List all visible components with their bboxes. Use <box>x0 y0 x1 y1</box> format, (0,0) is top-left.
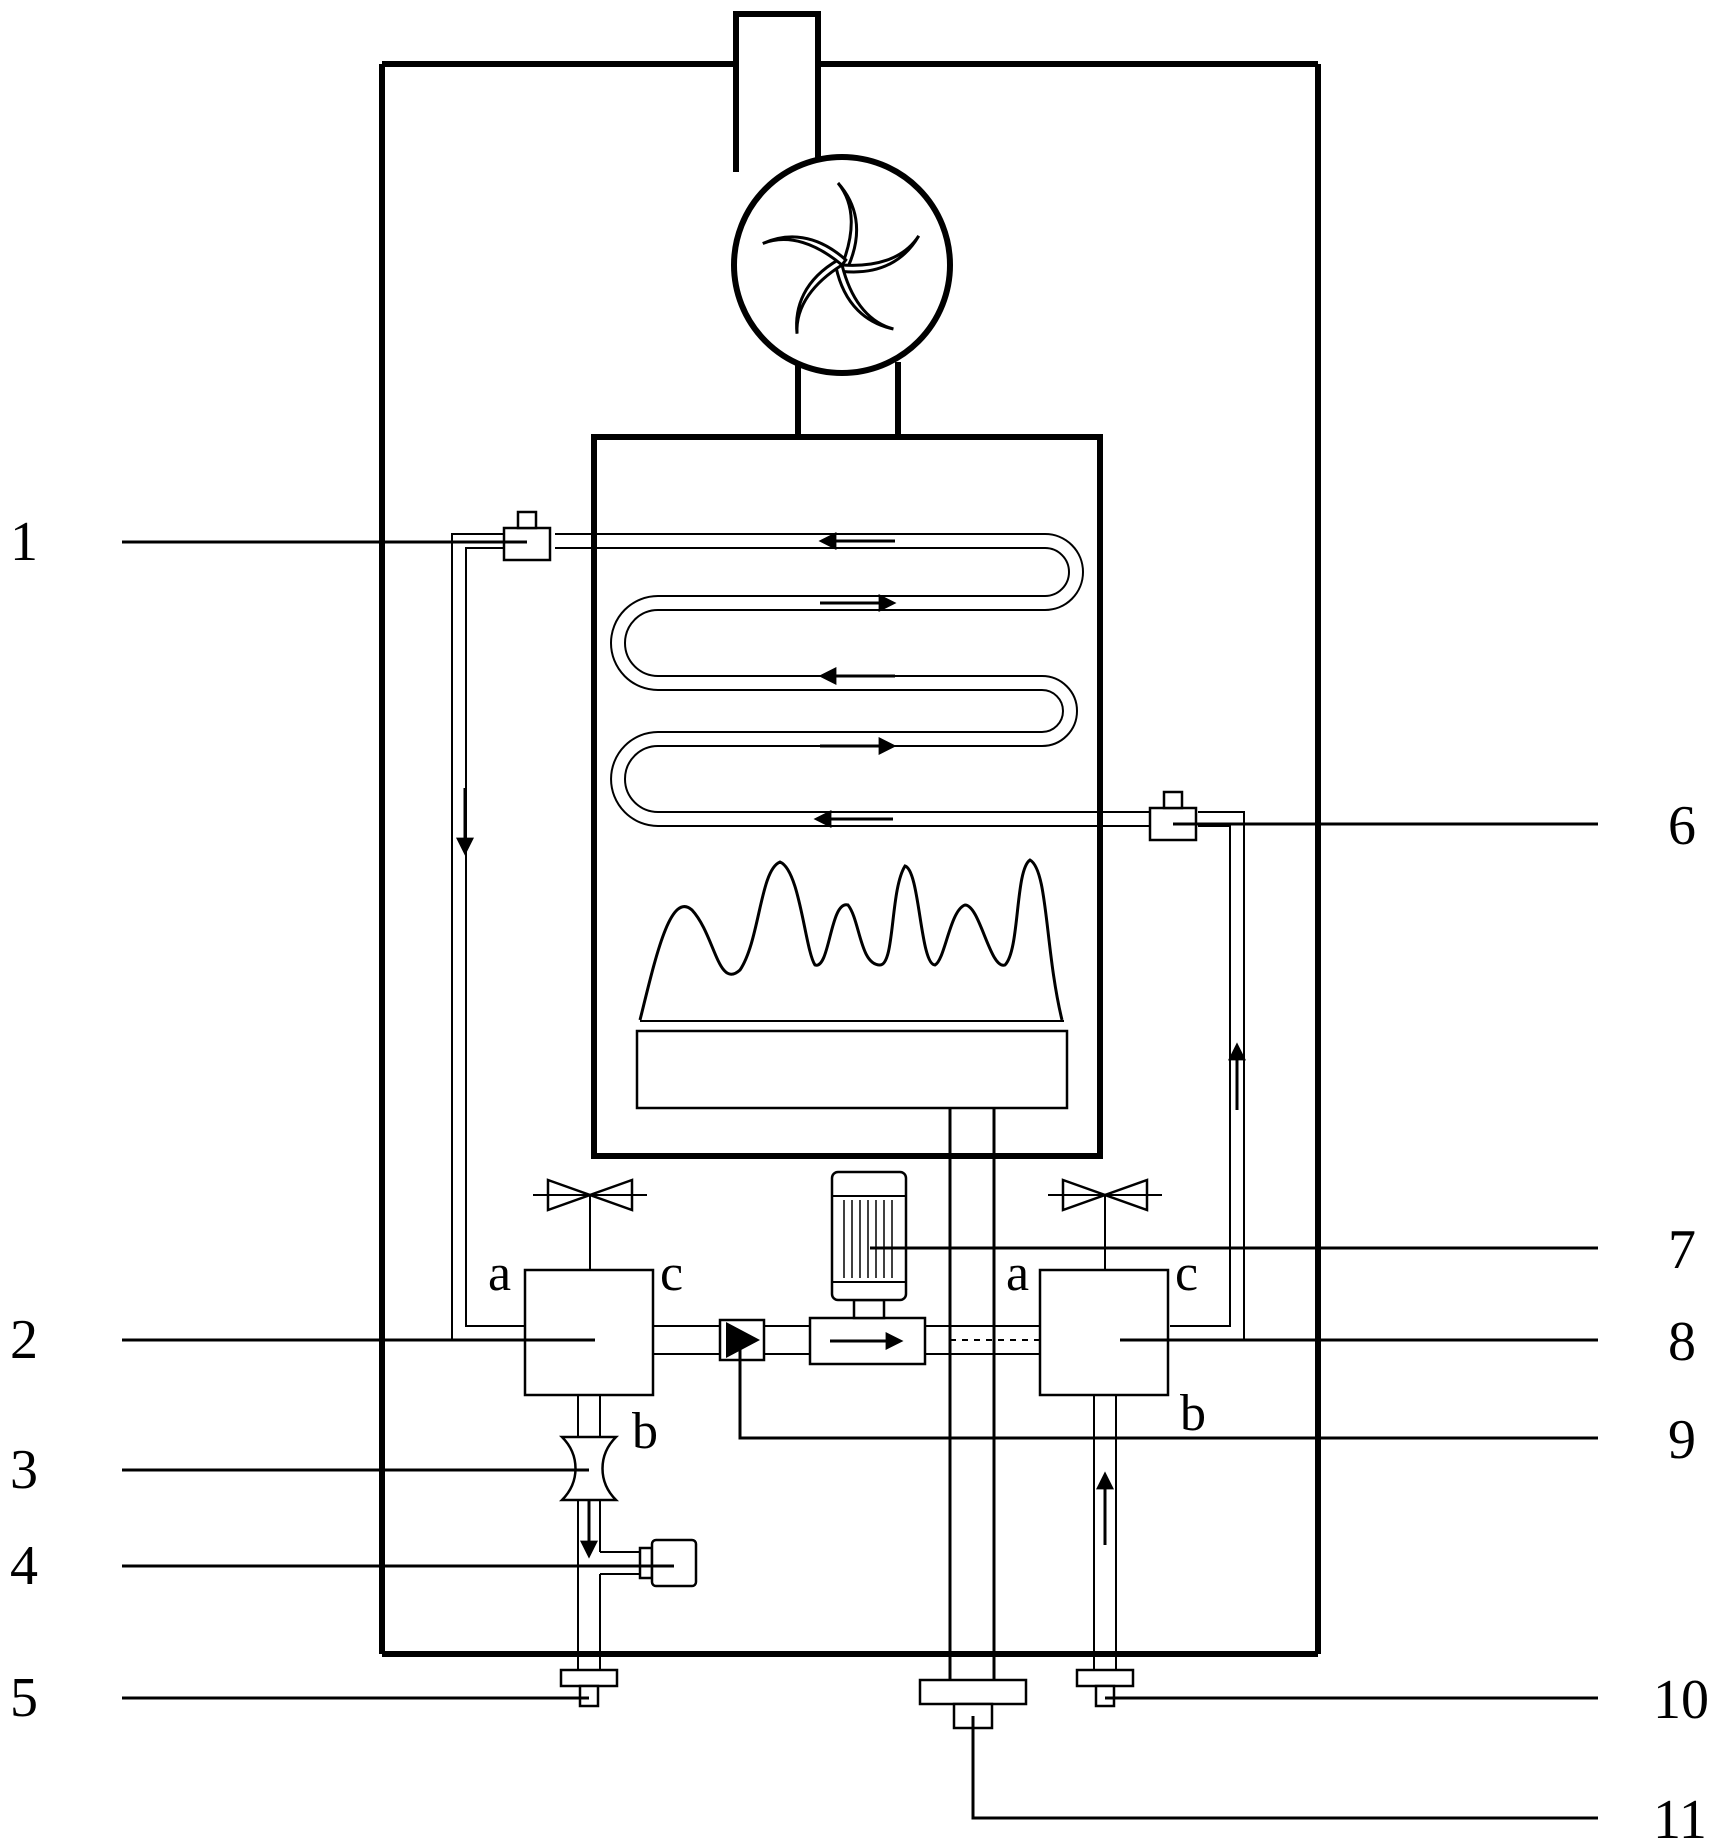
flue-pipe <box>733 11 821 172</box>
valve-handle-icon <box>1048 1178 1162 1270</box>
check-valve-9 <box>718 1318 766 1362</box>
three-way-valve-8 <box>1038 1268 1170 1397</box>
callout-9: 9 <box>1668 1409 1696 1471</box>
temperature-sensor-6 <box>1148 790 1198 842</box>
outer-casing <box>379 61 1321 1657</box>
fitting-10 <box>1075 1668 1135 1708</box>
port-label-8a: a <box>1006 1245 1029 1302</box>
hot-water-pipe <box>451 533 525 1341</box>
callout-10: 10 <box>1653 1669 1709 1731</box>
gas-pipe <box>948 1108 996 1680</box>
port-label-2a: a <box>488 1245 511 1302</box>
combustion-chamber <box>591 362 1103 1159</box>
callout-2: 2 <box>10 1309 38 1371</box>
valve-handle-icon <box>533 1178 647 1270</box>
port-label-8b: b <box>1180 1385 1206 1442</box>
motor-icon <box>830 1170 908 1302</box>
inlet-pipe <box>1093 1395 1117 1670</box>
heat-exchanger-coil <box>555 532 1150 828</box>
callout-5: 5 <box>10 1667 38 1729</box>
fan-icon <box>731 154 953 376</box>
callout-8: 8 <box>1668 1311 1696 1373</box>
port-label-2b: b <box>632 1403 658 1460</box>
pressure-sensor-4 <box>638 1538 698 1588</box>
leader-lines <box>122 540 1598 1820</box>
callout-3: 3 <box>10 1439 38 1501</box>
flame-icon <box>638 858 1064 1021</box>
callout-4: 4 <box>10 1535 38 1597</box>
callout-7: 7 <box>1668 1219 1696 1281</box>
callout-11: 11 <box>1653 1789 1707 1841</box>
connecting-pipe <box>653 1325 1040 1355</box>
burner <box>635 1020 1069 1110</box>
fitting-5 <box>559 1668 619 1708</box>
port-label-2c: c <box>660 1245 683 1302</box>
pump-7 <box>808 1170 927 1366</box>
three-way-valve-2 <box>523 1268 655 1397</box>
callout-1: 1 <box>10 511 38 573</box>
port-label-8c: c <box>1175 1245 1198 1302</box>
temperature-sensor-1 <box>502 510 552 562</box>
callout-6: 6 <box>1668 795 1696 857</box>
